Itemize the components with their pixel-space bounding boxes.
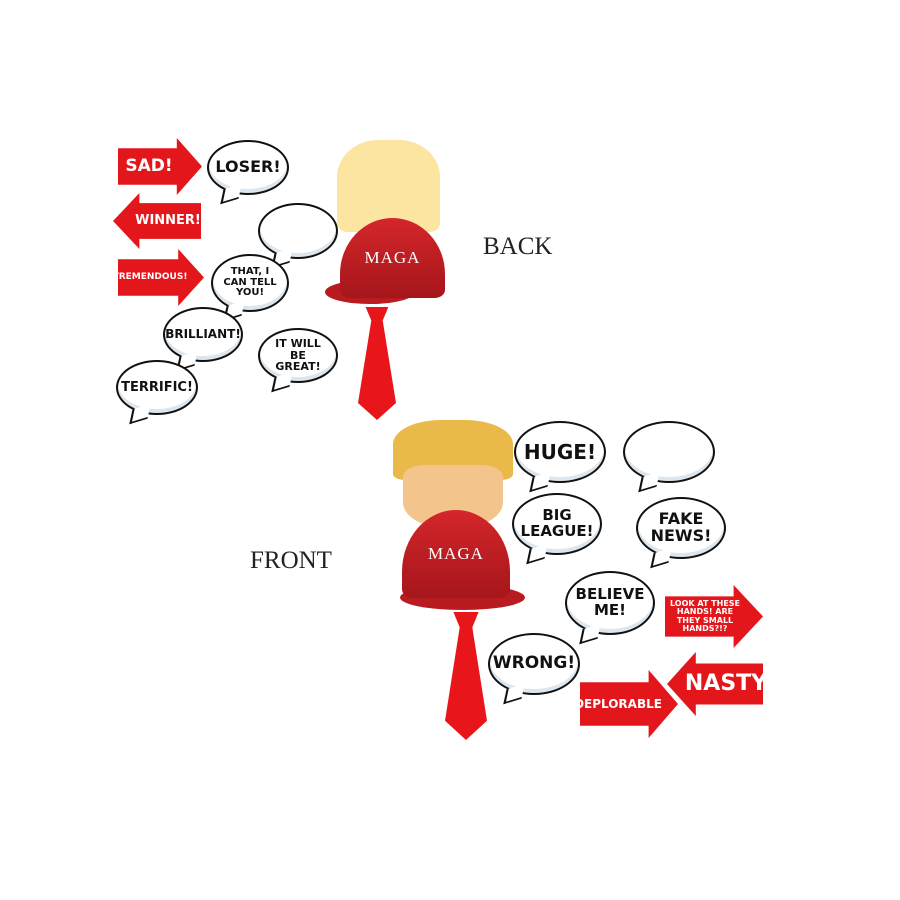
terrific-bubble: TERRIFIC! <box>116 360 198 415</box>
blank-bubble <box>258 203 338 259</box>
loser-bubble: LOSER! <box>207 140 289 195</box>
wrong-bubble: WRONG! <box>488 633 580 695</box>
brilliant-bubble: BRILLIANT! <box>163 307 243 362</box>
back-label: BACK <box>483 233 553 260</box>
maga-cap-back: MAGA <box>340 218 445 298</box>
maga-cap-front: MAGA <box>402 510 510 598</box>
cap-text: MAGA <box>428 544 484 563</box>
deplorable-arrow-sign: DEPLORABLE <box>580 670 678 738</box>
sad-arrow-sign: SAD! <box>118 138 202 195</box>
tie-back <box>358 307 396 420</box>
huge-bubble: HUGE! <box>514 421 606 483</box>
look-at-these-hands-arrow-sign: LOOK AT THESE HANDS! ARE THEY SMALL HAND… <box>665 585 763 648</box>
it-will-be-great-bubble: IT WILL BE GREAT! <box>258 328 338 383</box>
tremendous-arrow-sign: TREMENDOUS! <box>118 249 204 306</box>
nasty-arrow-sign: NASTY <box>667 652 763 716</box>
winner-arrow-sign: WINNER! <box>113 193 201 249</box>
big-league-bubble: BIG LEAGUE! <box>512 493 602 555</box>
front-label: FRONT <box>250 547 332 574</box>
hair-mask-back <box>337 140 440 232</box>
tie-front <box>445 612 487 740</box>
believe-me-bubble: BELIEVE ME! <box>565 571 655 635</box>
fake-news-bubble: FAKE NEWS! <box>636 497 726 559</box>
that-i-can-tell-you-bubble: THAT, I CAN TELL YOU! <box>211 254 289 312</box>
cap-text: MAGA <box>364 248 421 267</box>
blank-bubble-front <box>623 421 715 483</box>
